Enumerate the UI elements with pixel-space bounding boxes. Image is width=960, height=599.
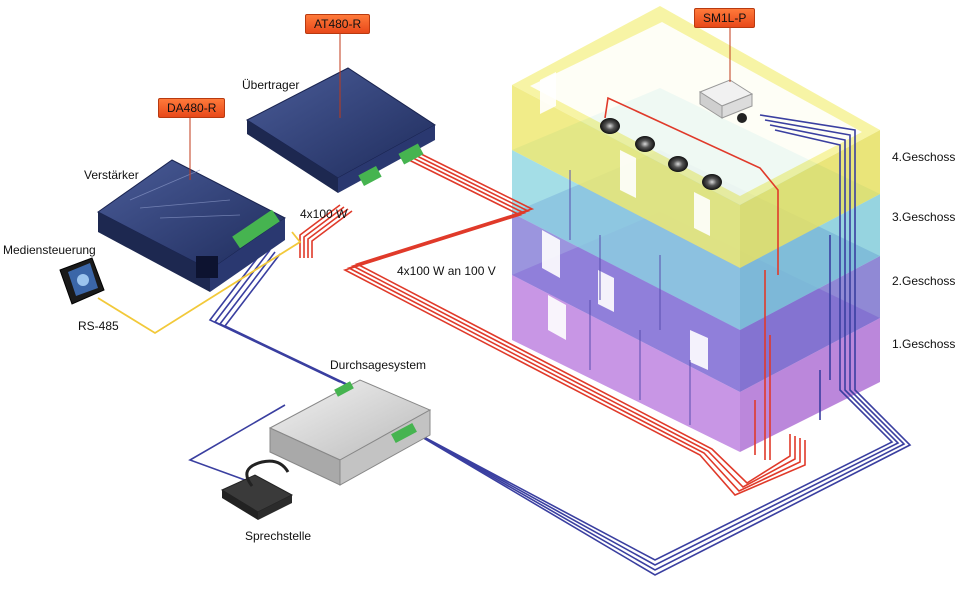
announcement-label: Durchsagesystem [330, 358, 427, 372]
transformer-device [245, 67, 436, 193]
microphone-label: Sprechstelle [245, 529, 312, 543]
media-control-label: Mediensteuerung [3, 243, 96, 257]
media-control-device [59, 257, 105, 305]
ceiling-speakers [600, 118, 722, 190]
amp-output-label: 4x100 W [300, 207, 348, 221]
window-openings [540, 72, 710, 370]
interior-walls [569, 170, 691, 425]
floor-label-4: 4.Geschoss [892, 150, 956, 164]
announcement-device [268, 379, 432, 486]
floor-label-3: 3.Geschoss [892, 210, 956, 224]
rs485-label: RS-485 [78, 319, 119, 333]
rs485-wire [97, 231, 302, 335]
amplifier-model-tag: DA480-R [158, 98, 226, 118]
amplifier-label: Verstärker [84, 168, 139, 182]
amplifier-device [97, 159, 286, 292]
speaker-wire-bundle [299, 96, 806, 496]
sensor-model-tag: SM1L-P [694, 8, 756, 28]
line-100v-label: 4x100 W an 100 V [397, 264, 496, 278]
floor-label-2: 2.Geschoss [892, 274, 956, 288]
microphone-device [220, 459, 294, 520]
floor-label-1: 1.Geschoss [892, 337, 956, 351]
data-wire-bundle [188, 114, 912, 576]
transformer-model-tag: AT480-R [305, 14, 371, 34]
sensor-device [698, 79, 754, 123]
transformer-label: Übertrager [242, 78, 300, 92]
